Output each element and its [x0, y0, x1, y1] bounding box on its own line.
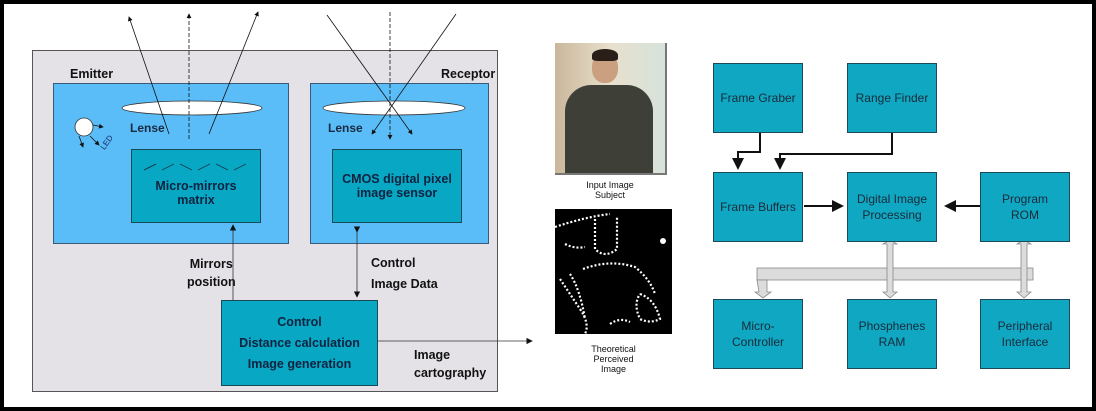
peripheral-interface-block: Peripheral Interface: [980, 299, 1070, 369]
left-diagram-lines: [74, 11, 533, 345]
perceived-caption-line1: Theoretical: [591, 344, 636, 354]
perceived-caption-line3: Image: [600, 364, 626, 374]
receptor-ray-right: [371, 13, 457, 135]
perceived-edges: [555, 212, 666, 334]
cartography-line2: cartography: [414, 366, 487, 380]
frame-buffers-block: Frame Buffers: [713, 172, 803, 242]
ram-line1: Phosphenes: [858, 319, 926, 333]
control-image-data-label: Control Image Data: [371, 253, 438, 295]
phosphenes-ram-block: Phosphenes RAM: [847, 299, 937, 369]
led-ray-3: [89, 135, 100, 146]
receptor-lens: [322, 100, 466, 116]
range-finder-label: Range Finder: [855, 91, 929, 105]
emitter-lens: [121, 100, 263, 116]
mc-line1: Micro-: [741, 319, 775, 333]
mirrors-label-line2: position: [187, 275, 236, 289]
perceived-image: [555, 209, 672, 334]
block-diagram-connectors: [732, 132, 1034, 299]
frame-grabber-block: Frame Graber: [713, 63, 803, 133]
range-finder-block: Range Finder: [847, 63, 937, 133]
input-caption-line1: Input Image: [586, 180, 634, 190]
emitter-title: Emitter: [70, 67, 114, 81]
frame-buffers-label: Frame Buffers: [720, 200, 796, 214]
control-block: Control Distance calculation Image gener…: [221, 300, 378, 386]
cmos-sensor-block: CMOS digital pixel image sensor: [332, 149, 462, 223]
rom-line1: Program: [1001, 192, 1048, 206]
control-block-line3: Image generation: [247, 356, 352, 371]
led-ray-2: [78, 135, 84, 148]
input-image-caption: Input Image Subject: [555, 180, 665, 200]
input-caption-line2: Subject: [594, 190, 626, 200]
perceived-caption-line2: Perceived: [593, 354, 634, 364]
finder-to-buffers-arrow: [774, 132, 893, 170]
rom-line2: ROM: [1011, 208, 1039, 222]
receptor-lens-label: Lense: [328, 121, 363, 135]
micro-controller-block: Micro- Controller: [713, 299, 803, 369]
control-data-line1: Control: [371, 256, 416, 270]
image-cartography-label: Image cartography: [414, 346, 486, 382]
subject-sweater: [565, 85, 653, 173]
program-rom-block: Program ROM: [980, 172, 1070, 242]
digital-image-processing-block: Digital Image Processing: [847, 172, 937, 242]
frame-grabber-label: Frame Graber: [720, 91, 796, 105]
cartography-line1: Image: [414, 348, 451, 362]
perceived-image-caption: Theoretical Perceived Image: [555, 344, 672, 374]
ir-led-icon: [74, 117, 94, 137]
pi-line2: Interface: [1001, 335, 1049, 349]
subject-hair: [592, 49, 618, 61]
ram-line2: RAM: [878, 335, 906, 349]
emitter-ray-left: [128, 16, 170, 135]
input-image: [555, 43, 667, 175]
control-block-line2: Distance calculation: [239, 335, 360, 350]
grabber-to-buffers-arrow: [732, 132, 761, 170]
mirrors-position-label: Mirrors position: [187, 255, 236, 291]
pi-line1: Peripheral: [997, 319, 1053, 333]
receptor-ray-left: [326, 14, 413, 135]
cmos-line1: CMOS digital pixel: [342, 172, 452, 186]
control-data-line2: Image Data: [371, 277, 438, 291]
receptor-title: Receptor: [441, 67, 496, 81]
cmos-line2: image sensor: [356, 186, 438, 200]
emitter-lens-label: Lense: [130, 121, 165, 135]
figure-canvas: Emitter Receptor Micro-mirrors matrix CM…: [4, 4, 1092, 407]
mc-line2: Controller: [731, 335, 785, 349]
control-block-line1: Control: [277, 314, 322, 329]
dip-line1: Digital Image: [856, 192, 928, 206]
micro-mirrors-glyph: [143, 163, 247, 171]
dip-line2: Processing: [862, 208, 922, 222]
system-bus: [753, 239, 1034, 299]
emitter-ray-right: [208, 11, 259, 135]
micro-mirrors-line1: Micro-mirrors: [155, 179, 237, 193]
micro-mirrors-line2: matrix: [177, 193, 215, 207]
led-ray-1: [92, 123, 104, 129]
mirrors-label-line1: Mirrors: [189, 257, 233, 271]
micro-mirrors-block: Micro-mirrors matrix: [131, 149, 261, 223]
